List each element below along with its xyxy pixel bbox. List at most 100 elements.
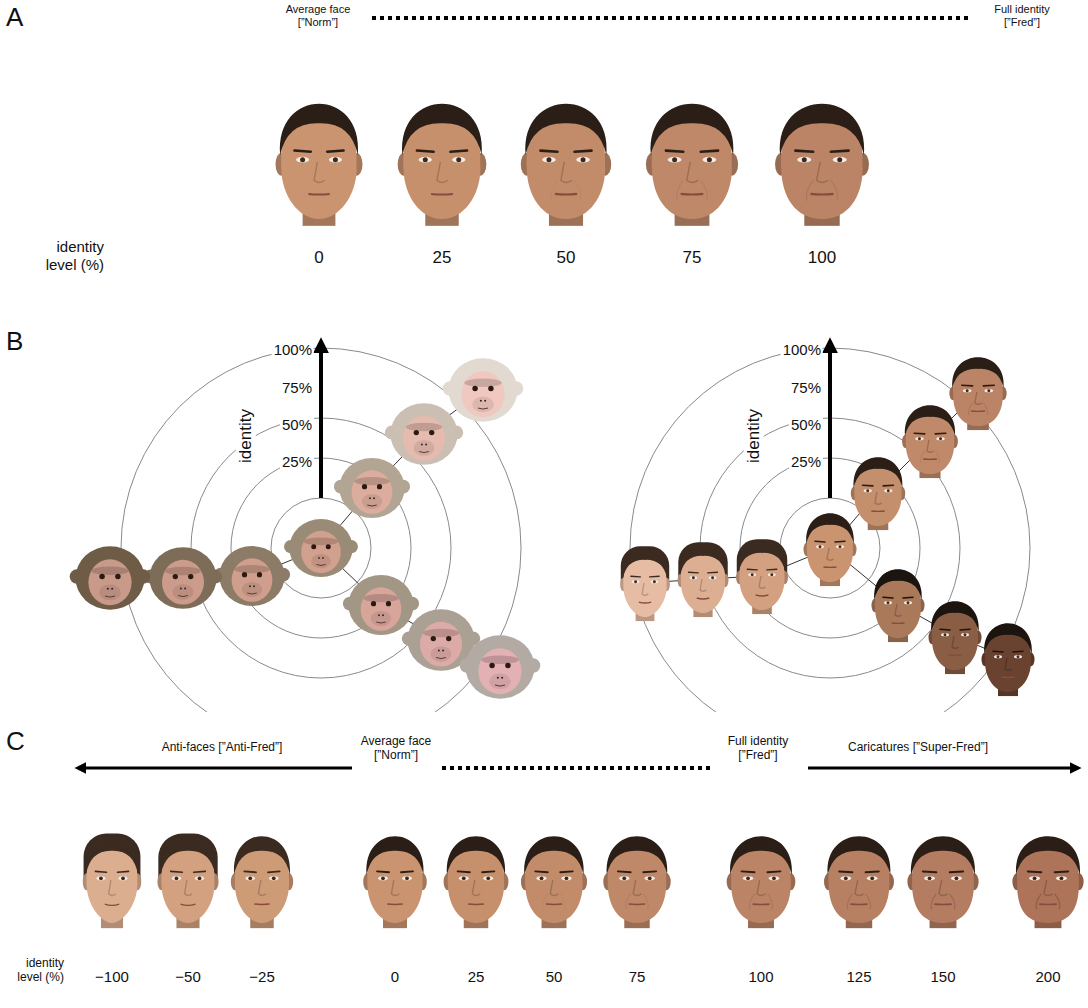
eye-white [961,633,969,636]
mouth [824,566,837,568]
cheek-line [921,451,925,463]
monkey-eye [326,544,331,549]
panel-letter: C [6,726,25,757]
eyebrow [666,151,683,152]
mouth [892,622,905,624]
nose [700,579,706,591]
eyebrow [417,151,434,152]
iris [944,633,947,636]
hair [234,836,290,875]
caption-label: Full identity [”Fred”] [985,3,1059,29]
value-label: Caricatures [”Super-Fred”] [848,740,988,754]
cheek-line [950,894,955,909]
nose [1005,658,1012,670]
nose [1044,880,1053,895]
eye-white [329,157,342,163]
eyebrow [171,871,183,874]
monkey-eye [386,601,391,606]
value-label: 75 [683,248,702,268]
hair [874,569,922,600]
hair [952,357,1004,388]
monkey-eye [362,484,367,489]
cheek-line [701,180,708,201]
identity-arrow [828,342,832,498]
cheek-line [983,403,987,415]
eye-white [119,876,128,880]
face-skin [87,837,138,923]
iris [546,157,551,162]
face-skin [985,624,1031,692]
monkey-mouth [247,593,257,594]
iris [653,580,656,583]
monkey-skin [403,416,445,461]
nose [391,880,399,895]
eyebrow [268,871,280,874]
eyebrow [560,870,572,873]
monkey-eye [472,386,477,391]
cheek-line [677,180,684,201]
layout-lines [78,18,1078,768]
iris [928,876,932,880]
monkey-fur [149,547,216,609]
caption-label: identity level (%) [2,956,64,985]
cheek-line [866,894,871,909]
cheek-line [626,894,631,909]
iris [866,489,869,492]
nostril [373,497,375,499]
nose [895,604,902,616]
iris [772,876,776,880]
iris [300,157,305,162]
iris [839,545,842,548]
iris [405,876,409,880]
iris [1060,876,1064,880]
eye-white [816,545,824,548]
iris [751,573,754,576]
eye-white [542,157,556,163]
eyebrow [631,575,640,577]
iris [648,876,652,880]
human-face [824,836,894,928]
eye-white [951,876,962,880]
iris [692,576,695,579]
human-face [949,357,1006,430]
eyebrow [535,870,547,873]
mouth [850,903,867,905]
human-face [872,569,925,642]
eye-white [884,489,892,492]
iris [746,876,750,880]
identity-circles [121,348,1030,712]
monkey-mouth [436,658,446,659]
eyebrow [983,384,994,386]
nostril [382,614,384,616]
eye-white [668,157,682,163]
nose [258,880,266,895]
muzzle [99,584,121,600]
caricature-arrow [808,767,1078,770]
eyebrow [650,575,659,577]
monkey-fur [448,358,517,421]
nostril [107,588,109,590]
identity-arrow [319,342,323,498]
monkey-skin [352,470,393,514]
monkey-face [443,358,524,421]
nose [759,576,765,588]
nose [185,880,192,895]
eye-white [246,876,255,880]
human-face [775,104,869,226]
brow-ridge [91,566,128,575]
chain-line [321,390,483,548]
monkey-face [385,403,463,465]
monkey-face [214,546,290,606]
eye-white [884,601,892,604]
iris [175,876,179,880]
eyebrow [118,871,129,874]
hair [86,836,139,875]
nose [642,583,648,595]
monkey-fur [339,458,404,518]
mouth [431,193,453,196]
mouth [697,598,709,599]
eye-white [483,876,493,880]
mouth [181,904,196,905]
eye-white [651,580,659,583]
value-label: 125 [846,968,871,986]
